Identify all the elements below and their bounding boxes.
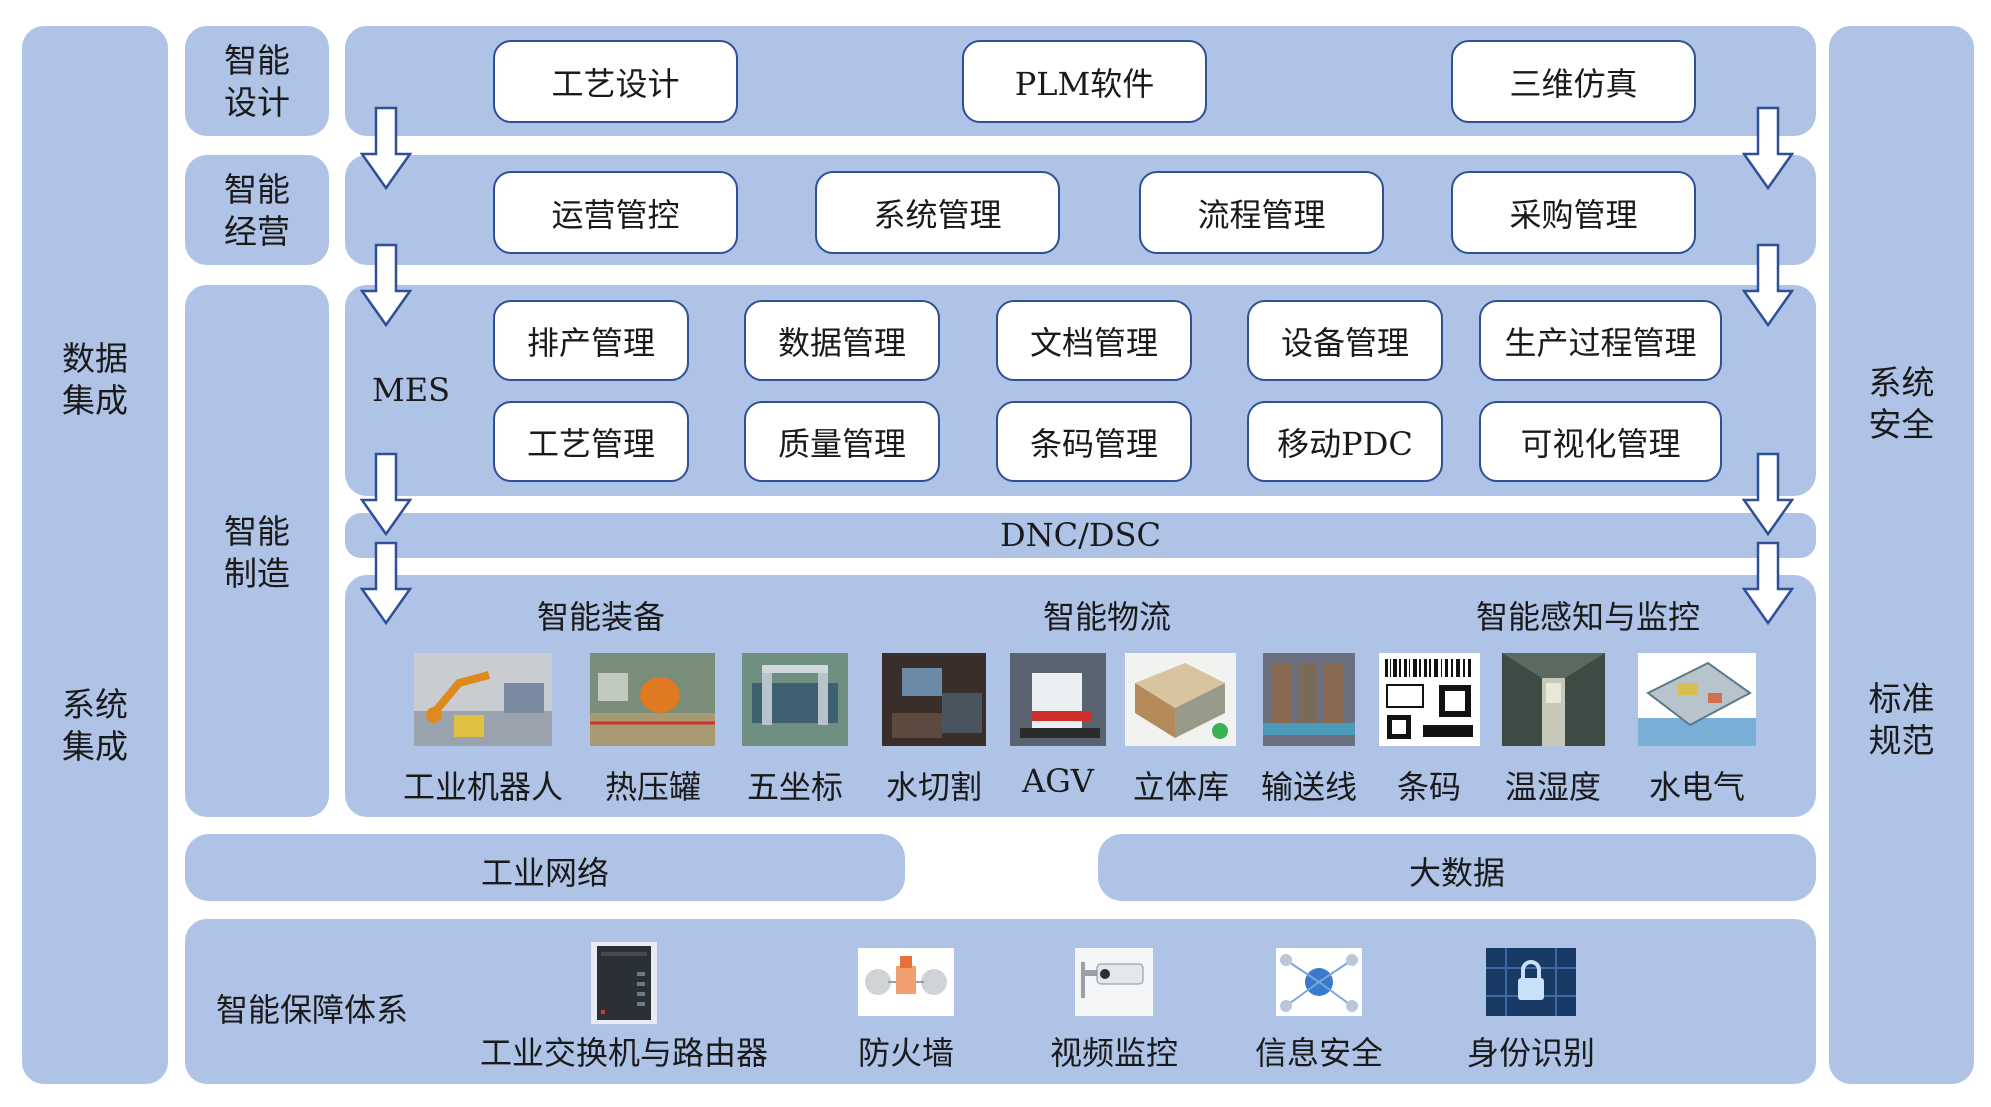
- caption-agv: AGV: [1022, 762, 1094, 800]
- caption-temperature-humidity: 温湿度: [1504, 768, 1601, 806]
- caption-identity-recognition: 身份识别: [1466, 1034, 1595, 1072]
- group-smart-sensing: 智能感知与监控: [1476, 598, 1701, 636]
- mes-box: 设备管理: [1247, 300, 1443, 381]
- video-surveillance-image: [1075, 948, 1153, 1016]
- mes-box: 可视化管理: [1479, 401, 1722, 482]
- mes-box: 条码管理: [996, 401, 1192, 482]
- down-arrow-icon: [360, 106, 412, 190]
- group-smart-equipment: 智能装备: [537, 598, 666, 636]
- group-smart-logistics: 智能物流: [1043, 598, 1172, 636]
- caption-autoclave: 热压罐: [604, 768, 701, 806]
- temperature-humidity-image: [1502, 653, 1605, 746]
- caption-utilities: 水电气: [1648, 768, 1745, 806]
- mes-box: 文档管理: [996, 300, 1192, 381]
- identity-recognition-image: [1486, 948, 1576, 1016]
- switch-router-image: [591, 942, 657, 1024]
- support-system-label: 智能保障体系: [216, 991, 409, 1029]
- box-operation-control: 运营管控: [493, 171, 738, 254]
- conveyor-image: [1263, 653, 1355, 746]
- manufacturing-label-panel: 智能制造: [185, 285, 329, 817]
- data-integration-label: 数据集成: [62, 339, 128, 420]
- dnc-label: DNC/DSC: [1000, 516, 1161, 554]
- down-arrow-icon: [1742, 452, 1794, 536]
- mes-box: 排产管理: [493, 300, 689, 381]
- caption-conveyor: 输送线: [1260, 768, 1357, 806]
- caption-barcode: 条码: [1396, 768, 1461, 806]
- system-integration-label: 系统集成: [62, 685, 128, 766]
- box-process-flow-management: 流程管理: [1139, 171, 1384, 254]
- down-arrow-icon: [360, 452, 412, 536]
- mes-box: 数据管理: [744, 300, 940, 381]
- design-label-panel: 智能设计: [185, 26, 329, 136]
- caption-industrial-robot: 工业机器人: [402, 768, 563, 806]
- down-arrow-icon: [360, 243, 412, 327]
- caption-information-security: 信息安全: [1254, 1034, 1383, 1072]
- caption-waterjet: 水切割: [885, 768, 982, 806]
- box-plm: PLM软件: [962, 40, 1207, 123]
- system-security-label: 系统安全: [1868, 363, 1935, 444]
- down-arrow-icon: [1742, 541, 1794, 625]
- dnc-row: [345, 513, 1816, 558]
- big-data-bar: [1098, 834, 1816, 901]
- right-column-panel: 系统安全 标准规范: [1829, 26, 1974, 1084]
- box-3d-simulation: 三维仿真: [1451, 40, 1696, 123]
- five-axis-image: [742, 653, 848, 746]
- industrial-network-bar: [185, 834, 905, 901]
- standards-label: 标准规范: [1868, 679, 1935, 760]
- down-arrow-icon: [1742, 106, 1794, 190]
- caption-switch-router: 工业交换机与路由器: [479, 1034, 768, 1072]
- down-arrow-icon: [1742, 243, 1794, 327]
- firewall-image: [858, 948, 954, 1016]
- barcode-image: [1379, 653, 1480, 746]
- waterjet-image: [882, 653, 986, 746]
- caption-video-surveillance: 视频监控: [1049, 1034, 1178, 1072]
- warehouse-image: [1125, 653, 1236, 746]
- caption-five-axis: 五坐标: [746, 768, 843, 806]
- mes-box: 移动PDC: [1247, 401, 1443, 482]
- industrial-network-label: 工业网络: [480, 854, 609, 892]
- big-data-label: 大数据: [1408, 854, 1505, 892]
- mes-box: 质量管理: [744, 401, 940, 482]
- operation-label-panel: 智能经营: [185, 155, 329, 265]
- autoclave-image: [590, 653, 715, 746]
- left-column-panel: 数据集成 系统集成: [22, 26, 168, 1084]
- down-arrow-icon: [360, 541, 412, 625]
- box-process-design: 工艺设计: [493, 40, 738, 123]
- industrial-robot-image: [414, 653, 552, 746]
- utilities-image: [1638, 653, 1756, 746]
- caption-firewall: 防火墙: [857, 1034, 954, 1072]
- agv-image: [1010, 653, 1106, 746]
- mes-box: 生产过程管理: [1479, 300, 1722, 381]
- mes-box: 工艺管理: [493, 401, 689, 482]
- box-system-management: 系统管理: [815, 171, 1060, 254]
- information-security-image: [1276, 948, 1362, 1016]
- mes-label: MES: [372, 371, 451, 409]
- caption-warehouse: 立体库: [1132, 768, 1229, 806]
- box-procurement-management: 采购管理: [1451, 171, 1696, 254]
